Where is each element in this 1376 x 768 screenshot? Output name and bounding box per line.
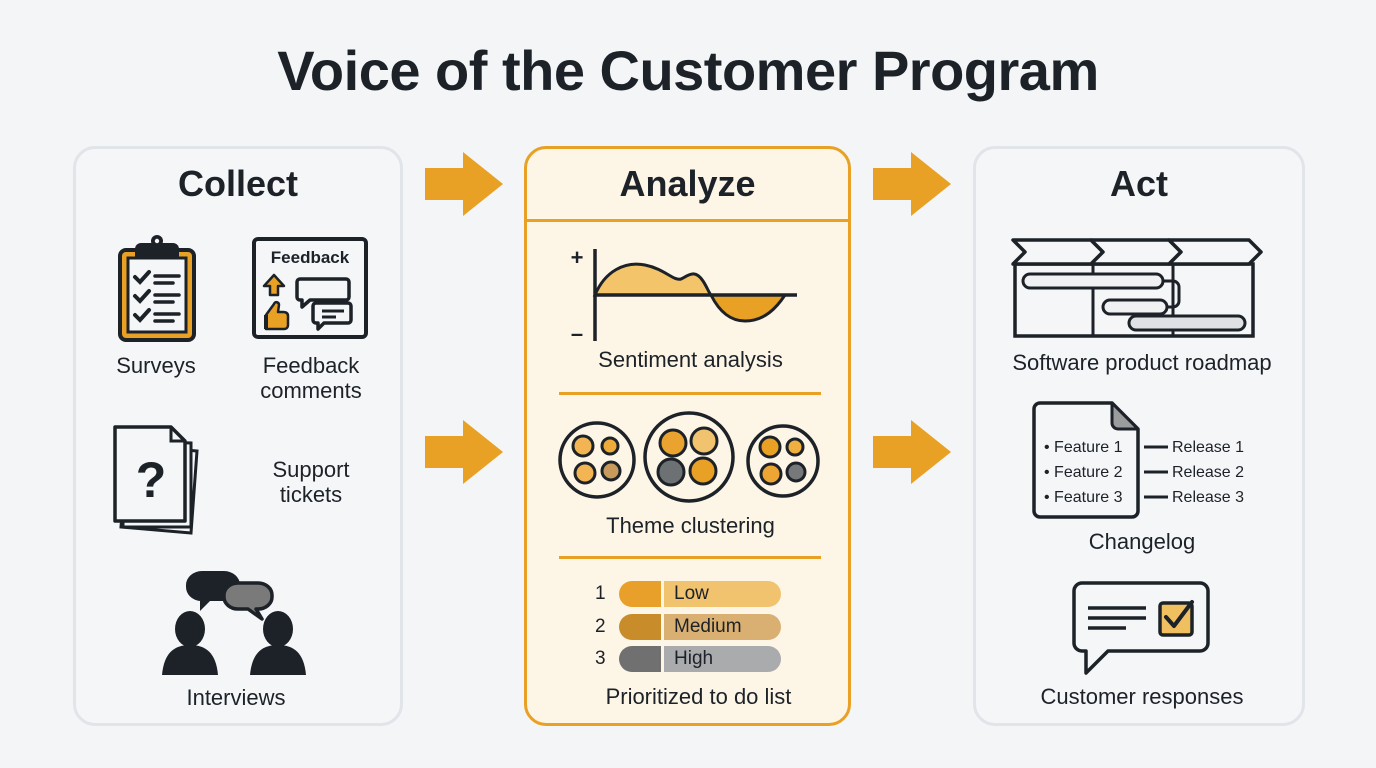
clipboard-checklist-icon: [118, 235, 196, 342]
arrow-collect-to-analyze-top: [425, 152, 503, 216]
changelog-feature: • Feature 3: [1044, 489, 1123, 506]
feedback-comments-line1: Feedback: [262, 353, 360, 378]
analyze-divider-2: [559, 556, 821, 559]
priority-pill-low: Low: [619, 581, 781, 607]
changelog-release: Release 1: [1172, 439, 1245, 456]
customer-responses-label: Customer responses: [1040, 684, 1244, 709]
priority-bar: [664, 646, 781, 672]
priority-bar: [664, 581, 781, 607]
arrow-analyze-to-act-top: [873, 152, 951, 216]
interviews-label: Interviews: [186, 685, 286, 710]
changelog-release: Release 2: [1172, 464, 1245, 481]
analyze-panel: Analyze + – Sentiment analysis: [524, 146, 851, 726]
priority-row: 3 High: [595, 646, 785, 672]
arrow-collect-to-analyze-bottom: [425, 420, 503, 484]
roadmap-gantt-icon: [1011, 238, 1263, 338]
priority-row: 2 Medium: [595, 614, 785, 640]
cluster-2: [643, 411, 735, 503]
page-title: Voice of the Customer Program: [277, 39, 1099, 102]
feedback-board-text: Feedback: [271, 248, 350, 267]
prioritized-list-label: Prioritized to do list: [605, 684, 792, 709]
changelog-document-icon: [1032, 401, 1140, 519]
question-mark-text: ?: [136, 452, 167, 508]
priority-row: 1 Low: [595, 581, 785, 607]
priority-pill-high: High: [619, 646, 781, 672]
priority-bar: [664, 614, 781, 640]
theme-clustering-label: Theme clustering: [606, 513, 775, 538]
sentiment-plus-sign: +: [571, 245, 584, 270]
support-tickets-line2: tickets: [279, 482, 343, 507]
changelog-label: Changelog: [1088, 529, 1196, 554]
analyze-divider-1: [559, 392, 821, 395]
sentiment-minus-sign: –: [571, 321, 583, 346]
act-title: Act: [1109, 163, 1168, 204]
act-panel: Act Software product roadmap • Feature 1…: [973, 146, 1305, 726]
priority-level: High: [674, 648, 714, 669]
priority-number: 3: [595, 648, 606, 669]
support-tickets-line1: Support: [272, 457, 350, 482]
priority-number: 2: [595, 616, 606, 637]
priority-level: Low: [674, 583, 709, 604]
sentiment-analysis-label: Sentiment analysis: [598, 347, 783, 372]
priority-swatch: [619, 646, 661, 672]
question-documents-icon: ?: [113, 425, 199, 535]
collect-title: Collect: [177, 163, 299, 204]
changelog-feature: • Feature 1: [1044, 439, 1123, 456]
priority-number: 1: [595, 583, 606, 604]
people-conversation-icon: [162, 571, 306, 675]
priority-pill-medium: Medium: [619, 614, 781, 640]
changelog-release: Release 3: [1172, 489, 1245, 506]
arrow-analyze-to-act-bottom: [873, 420, 951, 484]
priority-swatch: [619, 614, 661, 640]
analyze-header-divider: [527, 219, 848, 222]
roadmap-label: Software product roadmap: [1012, 350, 1272, 375]
cluster-3: [746, 424, 820, 498]
priority-level: Medium: [674, 616, 742, 637]
collect-panel: Collect Surveys Feedback Feedback commen…: [73, 146, 403, 726]
priority-swatch: [619, 581, 661, 607]
support-tickets-label: Support tickets: [246, 457, 376, 507]
chat-checkbox-icon: [1072, 581, 1210, 675]
feedback-comments-label: Feedback comments: [236, 353, 386, 403]
changelog-feature: • Feature 2: [1044, 464, 1123, 481]
changelog-connectors: [1144, 445, 1168, 499]
surveys-label: Surveys: [116, 353, 196, 378]
feedback-comments-line2: comments: [260, 378, 362, 403]
analyze-title: Analyze: [619, 163, 756, 204]
sentiment-wave-icon: + –: [571, 245, 797, 346]
feedback-board-icon: Feedback: [252, 237, 368, 339]
cluster-1: [558, 421, 636, 499]
clusters-icon: [558, 411, 820, 503]
